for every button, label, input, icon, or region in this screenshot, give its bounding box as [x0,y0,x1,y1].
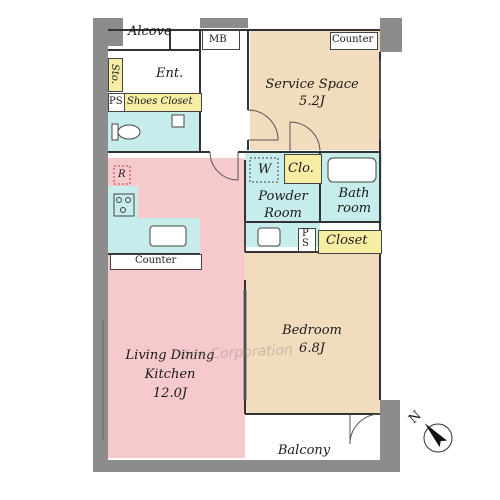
living-label-2: Kitchen [144,367,196,382]
powder-room-label-2: Room [264,206,302,221]
window-lines [102,60,381,440]
kitchen-sink-icon [149,225,187,247]
counter-top-label: Counter [332,34,374,45]
counter-kitchen-label: Counter [135,255,177,266]
mb-box [202,30,240,50]
toilet-bowl-icon [117,124,141,140]
bedroom-area [245,252,380,414]
service-space-size: 5.2J [299,94,325,109]
refrigerator-label: R [118,169,126,180]
stove-icon [113,193,135,217]
washer-space [249,157,279,183]
living-size: 12.0J [152,386,188,401]
bathtub-icon [327,157,377,183]
compass-icon [423,423,453,453]
entrance-label: Ent. [156,66,184,81]
ps-top-label: PS [109,96,123,107]
washer-label: W [258,162,272,177]
exterior-walls [93,18,402,472]
burner-icon [120,207,126,213]
bathroom-label-1: Bath [338,186,370,201]
mb-label: MB [209,34,227,45]
alcove-label: Alcove [128,24,172,39]
toilet-tank-icon [111,123,119,141]
bedroom-closet-label: Closet [326,233,368,248]
counter-kitchen-box [110,254,202,270]
small-closet-label: Clo. [288,161,314,176]
service-space-label: Service Space [265,77,359,92]
storage-label: Sto. [108,64,120,84]
bedroom-label: Bedroom [282,323,342,338]
powder-room-label-1: Powder [258,189,308,204]
living-label-1: Living Dining [125,348,215,363]
bedroom-size: 6.8J [299,341,325,356]
ps-shaft-top [108,93,125,112]
small-closet [284,154,322,184]
ps-mid-label-1: P [302,228,309,239]
ps-shaft-mid [298,228,316,252]
burner-icon [116,197,122,203]
service-space-area [250,30,380,150]
toilet-basin-icon [171,114,185,128]
bedroom-closet [318,230,382,254]
storage-closet [108,58,123,92]
washbasin-icon [257,227,281,247]
ps-mid-label-2: S [302,238,309,249]
balcony-label: Balcony [277,443,331,458]
counter-top-box [330,32,378,50]
burner-icon [125,197,131,203]
bathroom-label-2: room [336,201,372,216]
refrigerator-space [113,165,131,185]
balcony-area [250,418,380,462]
shoes-closet-label: Shoes Closet [127,96,193,107]
